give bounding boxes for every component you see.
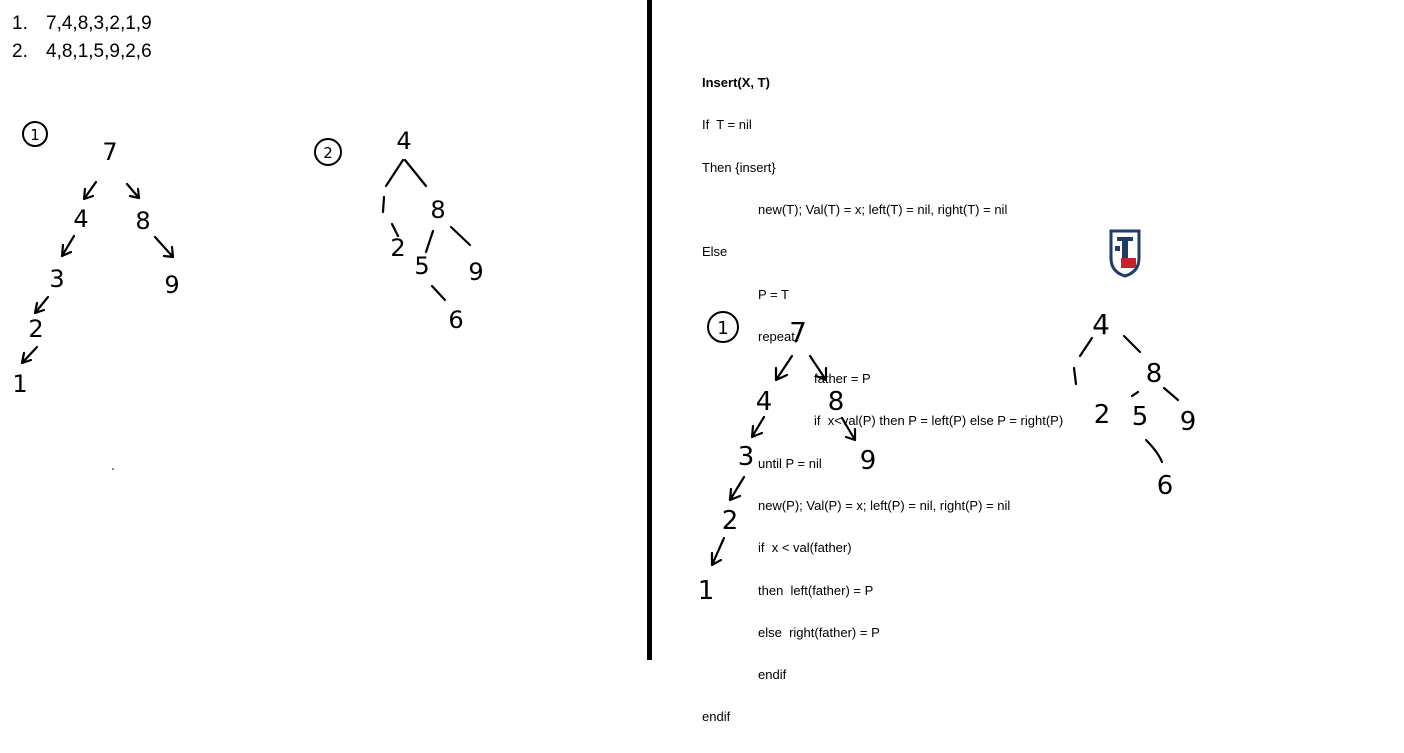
tree-node: 3 — [738, 442, 755, 472]
sequence-values: 7,4,8,3,2,1,9 — [46, 13, 152, 34]
tree-node: 6 — [448, 306, 463, 334]
code-line: new(P); Val(P) = x; left(P) = nil, right… — [758, 498, 1011, 513]
shield-logo-icon — [1109, 229, 1141, 278]
tree-node: 2 — [390, 234, 405, 262]
tree-node: 9 — [860, 446, 877, 476]
code-line: Then {insert} — [702, 159, 776, 175]
circle-label-ring — [707, 311, 739, 343]
tree-node: 8 — [828, 387, 845, 417]
circle-label: 1 — [30, 126, 40, 144]
tree-edge — [1072, 334, 1180, 464]
tree-node: 9 — [468, 258, 483, 286]
code-line: endif — [758, 667, 787, 683]
left-tree-1: 1 7 4 8 3 9 2 1 2 4 8 2 5 9 6 — [12, 121, 484, 470]
tree-node: 6 — [1157, 471, 1174, 501]
sequence-item: 2. 4,8,1,5,9,2,6 — [12, 38, 152, 66]
tree-node: 8 — [430, 196, 445, 224]
tree-edge — [710, 354, 857, 567]
tree-node: 3 — [49, 265, 64, 293]
code-line: if x<val(P) then P = left(P) else P = ri… — [814, 413, 1064, 429]
sequence-list: 1. 7,4,8,3,2,1,9 2. 4,8,1,5,9,2,6 — [12, 10, 152, 66]
tree-node: 4 — [73, 205, 88, 233]
code-line: If T = nil — [702, 117, 752, 133]
code-line: Else — [702, 244, 728, 260]
tree-node: 7 — [789, 316, 807, 349]
code-line: P = T — [758, 286, 789, 302]
tree-node: 5 — [1132, 402, 1149, 432]
tree-node: 7 — [102, 138, 117, 166]
sequence-item: 1. 7,4,8,3,2,1,9 — [12, 10, 152, 38]
tree-node: 4 — [1092, 308, 1110, 341]
circle-label-ring — [22, 121, 48, 147]
panel-divider — [647, 0, 652, 660]
tree-node: 2 — [722, 506, 739, 536]
code-line: new(T); Val(T) = x; left(T) = nil, right… — [758, 202, 1008, 218]
code-line: then left(father) = P — [758, 582, 874, 598]
sequence-number: 2. — [12, 41, 28, 62]
code-line: repeat — [758, 328, 795, 344]
tree-node: 8 — [135, 207, 150, 235]
tree-node: 4 — [756, 387, 773, 417]
code-line: if x < val(father) — [758, 540, 852, 556]
tree-node: 8 — [1146, 359, 1163, 389]
circle-label-ring — [314, 138, 342, 166]
code-line: endif — [702, 709, 731, 725]
tree-edge — [381, 158, 472, 302]
sequence-number: 1. — [12, 13, 28, 34]
right-panel: Insert(X, T) If T = nil Then {insert} ne… — [652, 0, 1404, 724]
code-line: until P = nil — [758, 455, 822, 471]
circle-label: 1 — [717, 318, 728, 339]
tree-node: 2 — [1094, 400, 1111, 430]
code-line: else right(father) = P — [758, 624, 880, 640]
circle-label: 2 — [323, 144, 333, 162]
tree-node: 9 — [164, 271, 179, 299]
tree-node: 9 — [1180, 407, 1197, 437]
stray-dot — [112, 468, 114, 470]
left-panel: 1. 7,4,8,3,2,1,9 2. 4,8,1,5,9,2,6 1 7 4 8 … — [0, 0, 648, 660]
tree-node: 5 — [414, 252, 429, 280]
tree-node: 1 — [12, 370, 27, 398]
tree-node: 4 — [396, 127, 411, 155]
tree-node: 2 — [28, 315, 43, 343]
code-line: Insert(X, T) — [702, 75, 770, 91]
sequence-values: 4,8,1,5,9,2,6 — [46, 41, 152, 62]
right-tree-1: 1 7 4 8 3 9 2 1 — [698, 311, 877, 606]
tree-edge — [20, 180, 175, 365]
tree-node: 1 — [698, 576, 715, 606]
right-tree-2: 4 8 2 5 9 6 — [1072, 308, 1197, 501]
